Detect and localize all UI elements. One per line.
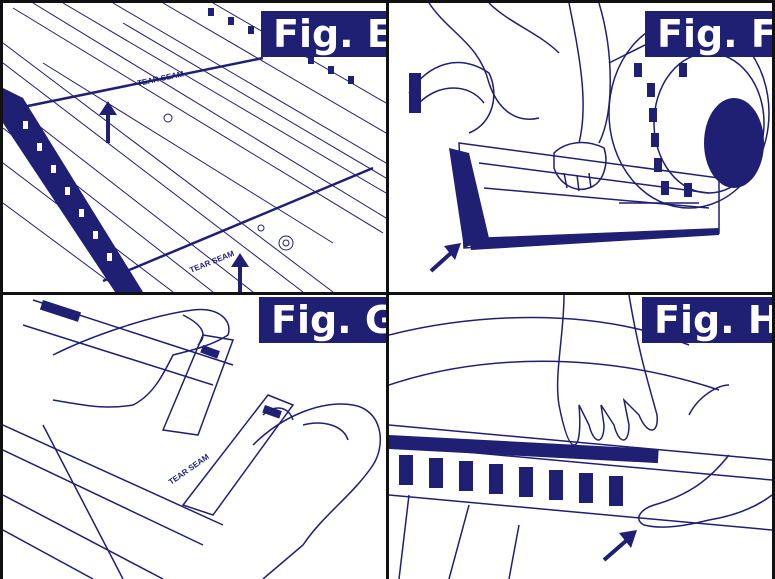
figure-f-label: Fig. F: [645, 11, 772, 57]
figure-g-panel: TEAR SEAM Fig. G: [3, 295, 386, 579]
tear-seam-label: TEAR SEAM: [188, 249, 235, 275]
figure-h-illustration: [389, 295, 772, 579]
divider-horizontal: [0, 292, 775, 295]
tear-seam-label: TEAR SEAM: [167, 452, 211, 487]
tear-seam-label: TEAR SEAM: [137, 69, 185, 88]
divider-vertical: [386, 0, 389, 579]
frame-left: [0, 0, 3, 579]
figure-e-illustration: TEAR SEAM TEAR SEAM: [3, 3, 386, 292]
frame-right: [772, 0, 775, 579]
figure-f-panel: Fig. F: [389, 3, 772, 292]
figure-e-label: Fig. E: [261, 11, 386, 57]
figure-h-label: Fig. H: [642, 297, 772, 343]
figure-e-panel: TEAR SEAM TEAR SEAM Fig. E: [3, 3, 386, 292]
figure-h-panel: Fig. H: [389, 295, 772, 579]
figure-g-label: Fig. G: [259, 297, 386, 343]
figure-f-illustration: [408, 3, 770, 273]
figure-g-illustration: TEAR SEAM: [3, 299, 381, 579]
